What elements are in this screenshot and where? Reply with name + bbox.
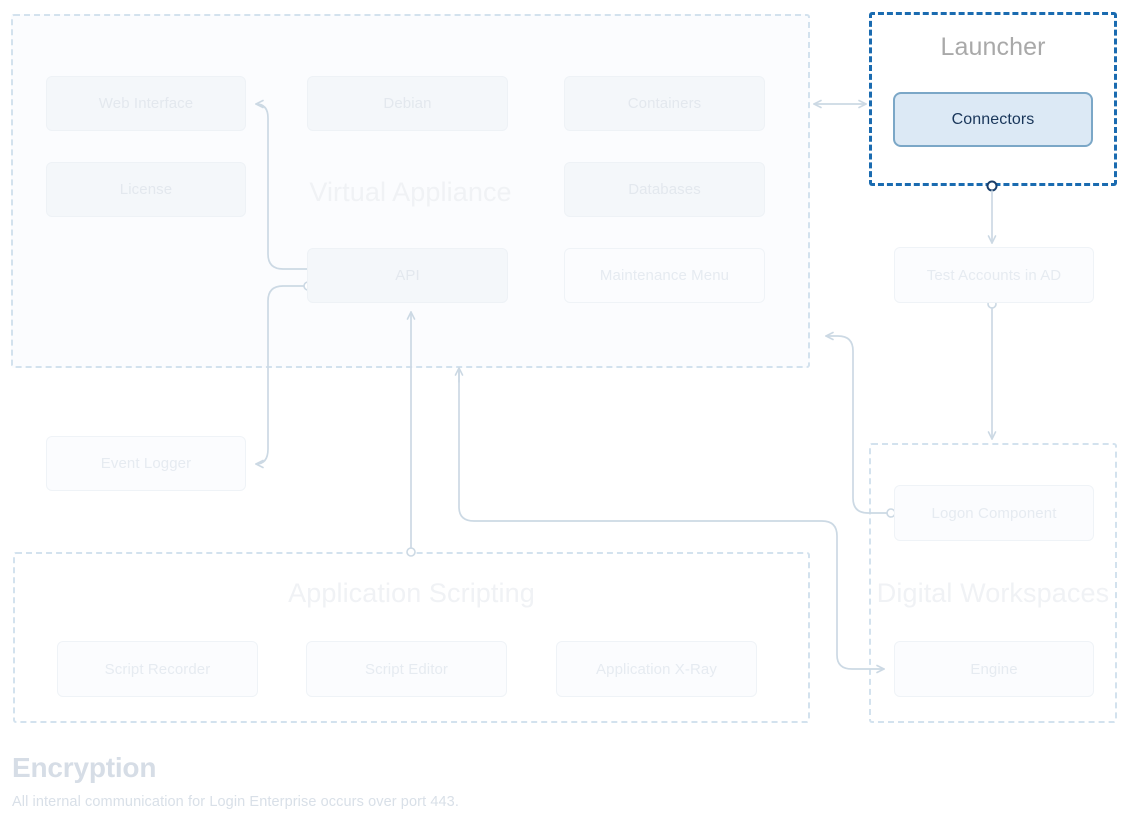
node-label-script-editor: Script Editor: [365, 660, 448, 678]
node-containers[interactable]: Containers: [564, 76, 765, 131]
node-label-containers: Containers: [627, 95, 702, 112]
node-maintenance-menu[interactable]: Maintenance Menu: [564, 248, 765, 303]
group-title-virtual-appliance: Virtual Appliance: [309, 177, 512, 207]
node-label-logon-component: Logon Component: [931, 504, 1057, 522]
node-script-recorder[interactable]: Script Recorder: [57, 641, 258, 697]
group-title-application-scripting: Application Scripting: [288, 578, 535, 608]
node-engine[interactable]: Engine: [894, 641, 1094, 697]
node-databases[interactable]: Databases: [564, 162, 765, 217]
node-label-databases: Databases: [628, 181, 701, 198]
node-label-debian: Debian: [383, 95, 432, 112]
node-label-license: License: [119, 181, 173, 198]
node-label-maintenance-menu: Maintenance Menu: [599, 267, 730, 284]
node-connectors[interactable]: Connectors: [893, 92, 1093, 147]
encryption-footer: Encryption All internal communication fo…: [12, 752, 912, 810]
node-event-logger[interactable]: Event Logger: [46, 436, 246, 491]
node-test-accounts-in-ad[interactable]: Test Accounts in AD: [894, 247, 1094, 303]
node-label-application-xray: Application X-Ray: [596, 660, 717, 678]
node-label-web-interface: Web Interface: [98, 95, 194, 112]
node-label-connectors: Connectors: [951, 110, 1035, 128]
node-web-interface[interactable]: Web Interface: [46, 76, 246, 131]
node-logon-component[interactable]: Logon Component: [894, 485, 1094, 541]
node-label-script-recorder: Script Recorder: [104, 660, 211, 678]
group-title-launcher: Launcher: [940, 33, 1046, 61]
node-script-editor[interactable]: Script Editor: [306, 641, 507, 697]
node-label-api: API: [395, 267, 420, 284]
group-digital-workspaces: Digital Workspaces: [869, 443, 1117, 723]
node-debian[interactable]: Debian: [307, 76, 508, 131]
node-api[interactable]: API: [307, 248, 508, 303]
node-license[interactable]: License: [46, 162, 246, 217]
node-label-event-logger: Event Logger: [100, 455, 192, 472]
node-label-test-accounts-in-ad: Test Accounts in AD: [926, 266, 1062, 284]
node-label-engine: Engine: [970, 660, 1018, 678]
group-title-digital-workspaces: Digital Workspaces: [876, 578, 1110, 608]
encryption-heading: Encryption: [12, 752, 157, 783]
node-application-xray[interactable]: Application X-Ray: [556, 641, 757, 697]
group-application-scripting: Application Scripting: [13, 552, 810, 723]
encryption-note: All internal communication for Login Ent…: [12, 794, 459, 810]
